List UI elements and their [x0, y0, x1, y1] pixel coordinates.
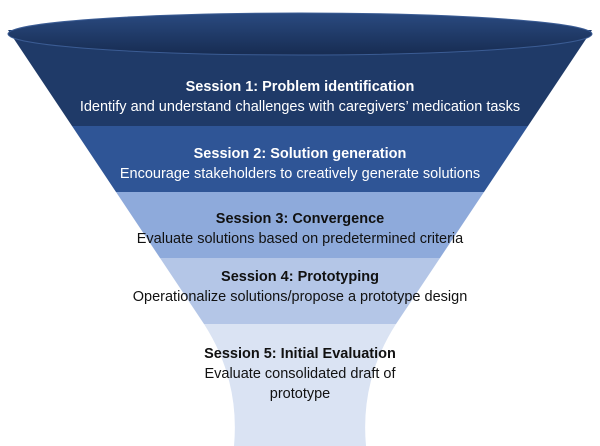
stage-5-band [204, 324, 396, 446]
stage-4-text: Session 4: Prototyping Operationalize so… [0, 267, 600, 307]
stage-1-title: Session 1: Problem identification [185, 79, 415, 95]
funnel-rim-highlight [7, 12, 593, 56]
stage-4-band [160, 258, 440, 324]
funnel-rim [8, 13, 592, 55]
stage-5-title: Session 5: Initial Evaluation [204, 346, 396, 362]
stage-1-description: Identify and understand challenges with … [79, 99, 521, 115]
stage-5-text: Session 5: Initial Evaluation Evaluate c… [200, 344, 400, 404]
stage-4-title: Session 4: Prototyping [221, 269, 379, 285]
stage-3-text: Session 3: Convergence Evaluate solution… [0, 209, 600, 249]
stage-5-description: Evaluate consolidated draft of prototype [204, 366, 396, 402]
stage-3-description: Evaluate solutions based on predetermine… [136, 231, 464, 247]
stage-2-band [72, 126, 528, 192]
stage-1-text: Session 1: Problem identification Identi… [0, 77, 600, 117]
stage-3-band [116, 192, 484, 258]
stage-2-title: Session 2: Solution generation [193, 146, 407, 162]
stage-2-text: Session 2: Solution generation Encourage… [0, 144, 600, 184]
stage-3-title: Session 3: Convergence [215, 211, 385, 227]
stage-4-description: Operationalize solutions/propose a proto… [132, 289, 468, 305]
stage-1-band [8, 30, 592, 126]
stage-2-description: Encourage stakeholders to creatively gen… [119, 166, 481, 182]
